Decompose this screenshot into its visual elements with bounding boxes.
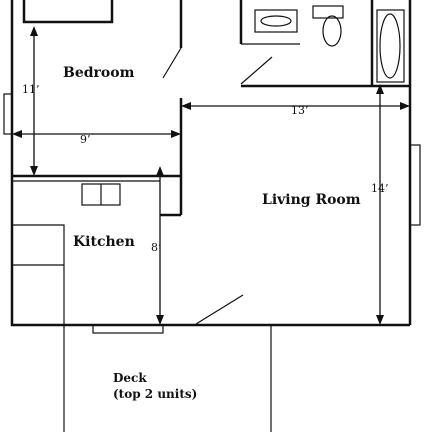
deck: [63, 325, 272, 432]
dim-label-living-height: 14’: [371, 182, 389, 195]
bedroom-window: [3, 93, 13, 135]
deck-note: (top 2 units): [113, 387, 197, 401]
room-label-kitchen: Kitchen: [73, 234, 135, 250]
bathtub-basin: [379, 13, 401, 79]
kitchen-fixtures: [12, 183, 121, 325]
sink: [254, 9, 298, 33]
exterior-walls: [10, 0, 412, 327]
room-label-bedroom: Bedroom: [63, 65, 135, 81]
room-label-living-room: Living Room: [262, 192, 361, 208]
dim-label-living-width: 13’: [291, 104, 309, 117]
kitchen-door-threshold: [92, 324, 164, 334]
sink-basin: [260, 15, 292, 27]
toilet-bowl: [322, 15, 342, 47]
bed: [22, 0, 114, 24]
interior-walls: [12, 0, 410, 325]
dimension-lines: [12, 26, 410, 325]
deck-label: Deck: [113, 371, 147, 385]
dim-label-bedroom-height: 11’: [22, 83, 40, 96]
windows: [3, 93, 421, 334]
toilet-tank: [312, 5, 344, 19]
bathtub: [376, 9, 405, 83]
bathroom-fixtures: [241, 5, 405, 83]
dim-label-kitchen-height: 8’: [151, 241, 162, 254]
living-window: [409, 144, 421, 226]
dim-label-bedroom-width: 9’: [80, 133, 91, 146]
